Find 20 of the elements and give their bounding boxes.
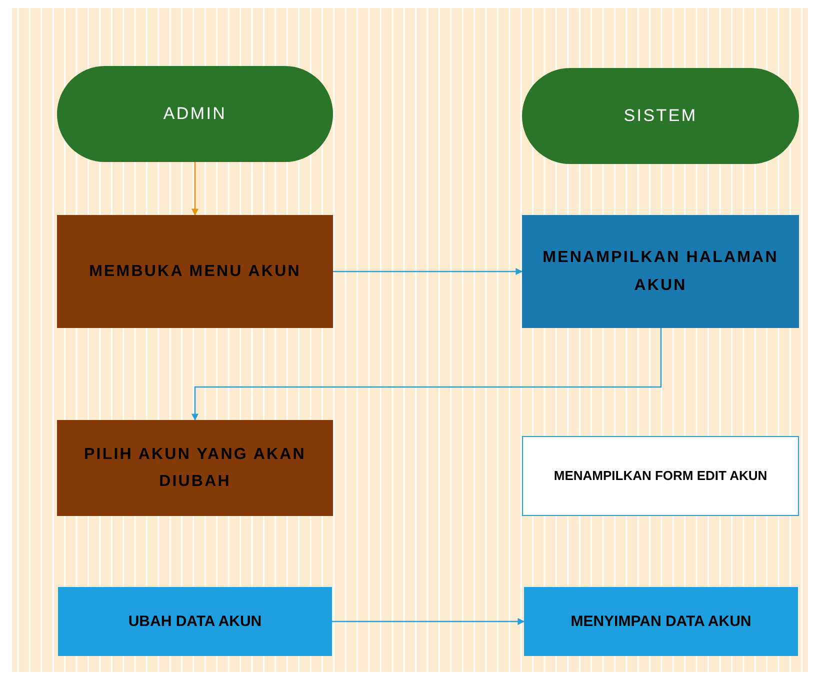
process-box [524,587,798,656]
terminal-pill [522,68,799,164]
process-box [58,587,332,656]
process-box [57,215,333,328]
node-label: PILIH AKUN YANG AKAN DIUBAH [83,444,307,492]
arrow [192,162,198,216]
node-label: MENAMPILKAN FORM EDIT AKUN [554,466,768,485]
node-label: MENYIMPAN DATA AKUN [570,612,752,632]
node-label: ADMIN [163,102,227,125]
terminal-pill [57,66,333,162]
process-box [57,420,333,516]
arrow [192,328,662,421]
node-label: SISTEM [624,104,698,127]
arrow [332,618,525,625]
process-box [522,215,799,328]
node-label: MENAMPILKAN HALAMAN AKUN [542,248,780,296]
arrow [333,268,523,275]
node-label: MEMBUKA MENU AKUN [89,262,301,282]
process-box [522,436,799,516]
node-label: UBAH DATA AKUN [128,612,262,632]
